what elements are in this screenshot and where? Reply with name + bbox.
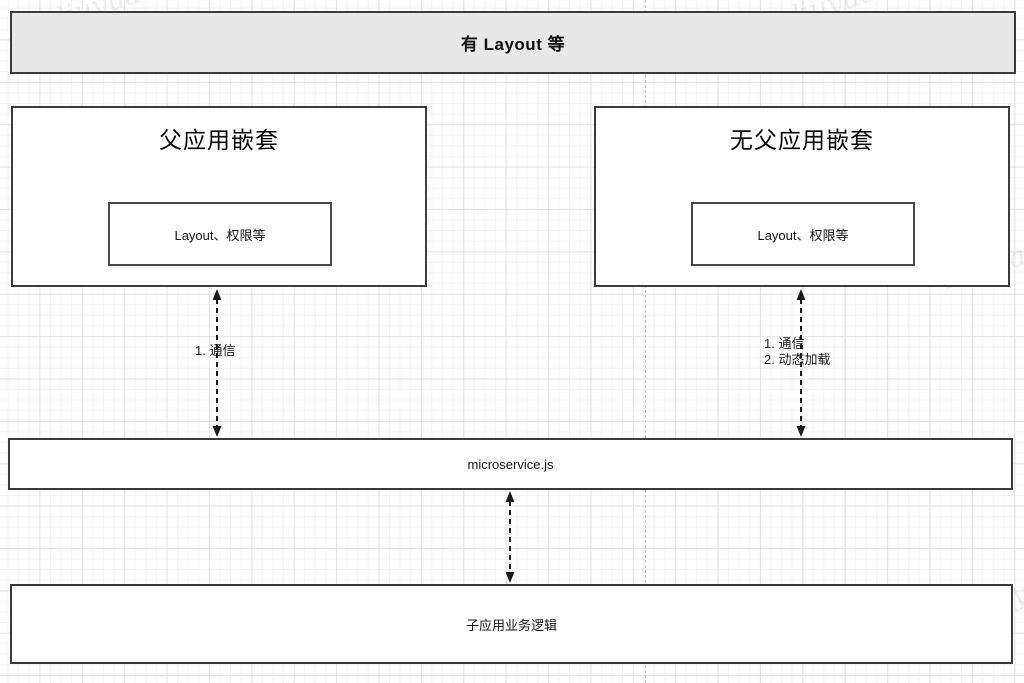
parent-to-microservice-arrow: [212, 289, 222, 437]
page-guide-line: [645, 0, 646, 683]
arrowhead-down-icon: [505, 572, 515, 583]
child-logic-label: 子应用业务逻辑: [465, 617, 557, 633]
layout-banner-box: 有 Layout 等: [10, 11, 1016, 74]
no-parent-app-layout-label: Layout、权限等: [757, 227, 849, 243]
no-parent-to-microservice-arrow: [796, 289, 806, 437]
no-parent-link-label-line: 2. 动态加载: [764, 352, 831, 367]
arrowhead-up-icon: [212, 289, 222, 300]
parent-link-label-line: 1. 通信: [195, 343, 236, 358]
parent-app-layout-box: Layout、权限等: [108, 202, 332, 266]
parent-link-label: 1. 通信: [195, 343, 235, 359]
no-parent-app-layout-box: Layout、权限等: [691, 202, 915, 266]
no-parent-link-label: 1. 通信 2. 动态加载: [764, 336, 830, 368]
layout-banner-label: 有 Layout 等: [460, 35, 566, 54]
parent-app-title: 父应用嵌套: [159, 127, 279, 153]
no-parent-app-box: 无父应用嵌套 Layout、权限等: [594, 106, 1010, 287]
microservice-to-child-arrow: [505, 491, 515, 583]
parent-app-layout-label: Layout、权限等: [174, 227, 266, 243]
microservice-box: microservice.js: [8, 438, 1013, 490]
arrowhead-down-icon: [212, 426, 222, 437]
no-parent-link-label-line: 1. 通信: [764, 336, 805, 351]
no-parent-app-title: 无父应用嵌套: [730, 127, 874, 153]
parent-app-box: 父应用嵌套 Layout、权限等: [11, 106, 427, 287]
arrowhead-up-icon: [505, 491, 515, 502]
arrowhead-up-icon: [796, 289, 806, 300]
microservice-label: microservice.js: [467, 456, 554, 472]
child-logic-box: 子应用业务逻辑: [10, 584, 1013, 664]
arrowhead-down-icon: [796, 426, 806, 437]
